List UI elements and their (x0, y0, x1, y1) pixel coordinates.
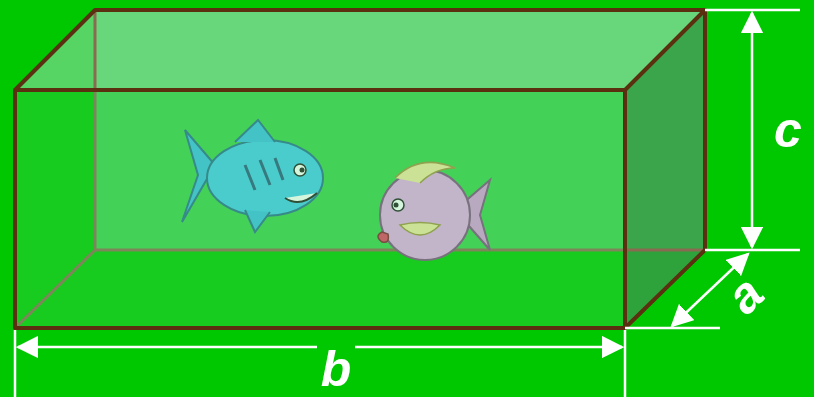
side-face (625, 10, 705, 328)
dimension-label: c (770, 105, 806, 155)
dimension-label: a (715, 265, 776, 326)
hidden-edges (15, 10, 705, 328)
dimension-lines (15, 10, 800, 397)
box-edges (15, 10, 705, 328)
front-face (15, 90, 625, 328)
top-face (15, 10, 705, 90)
dimension-label: b (317, 344, 356, 394)
